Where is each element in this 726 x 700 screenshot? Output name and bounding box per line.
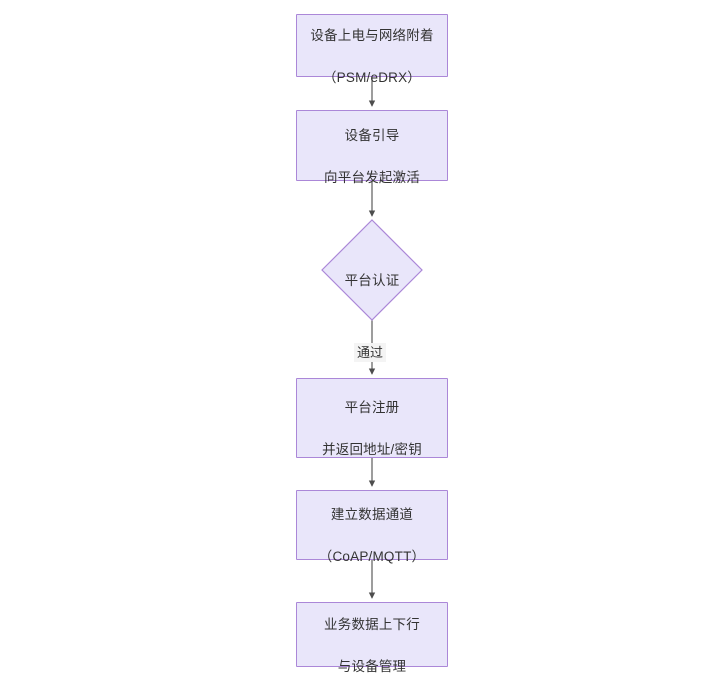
node-power-on-line2: （PSM/eDRX）	[322, 69, 422, 85]
node-platform-register-line1: 平台注册	[344, 400, 400, 415]
node-power-on-line1: 设备上电与网络附着	[310, 27, 434, 43]
diamond-shape-icon	[321, 219, 423, 321]
node-platform-auth[interactable]: 平台认证	[321, 219, 423, 321]
edge-label-pass: 通过	[354, 343, 387, 362]
node-bootstrap-line2: 向平台发起激活	[324, 169, 420, 185]
node-bootstrap-line1: 设备引导	[344, 127, 400, 143]
node-power-on[interactable]: 设备上电与网络附着 （PSM/eDRX）	[296, 14, 448, 85]
node-power-on-label: 设备上电与网络附着 （PSM/eDRX）	[310, 4, 433, 88]
node-platform-auth-label: 平台认证	[345, 249, 400, 291]
node-service-data-line2: 与设备管理	[337, 658, 407, 674]
node-service-data-label: 业务数据上下行 与设备管理	[324, 593, 420, 677]
node-data-channel-line2: （CoAP/MQTT）	[318, 549, 426, 564]
node-service-data[interactable]: 业务数据上下行 与设备管理	[296, 602, 448, 674]
node-data-channel-label: 建立数据通道 （CoAP/MQTT）	[319, 483, 425, 567]
node-bootstrap[interactable]: 设备引导 向平台发起激活	[296, 110, 448, 185]
node-bootstrap-label: 设备引导 向平台发起激活	[324, 104, 420, 188]
node-platform-auth-line1: 平台认证	[344, 273, 400, 288]
node-service-data-line1: 业务数据上下行	[324, 616, 420, 632]
node-platform-register-line2: 并返回地址/密钥	[322, 442, 422, 457]
node-platform-register[interactable]: 平台注册 并返回地址/密钥	[296, 378, 448, 458]
node-data-channel-line1: 建立数据通道	[330, 507, 414, 522]
node-platform-register-label: 平台注册 并返回地址/密钥	[322, 376, 422, 460]
node-data-channel[interactable]: 建立数据通道 （CoAP/MQTT）	[296, 490, 448, 564]
